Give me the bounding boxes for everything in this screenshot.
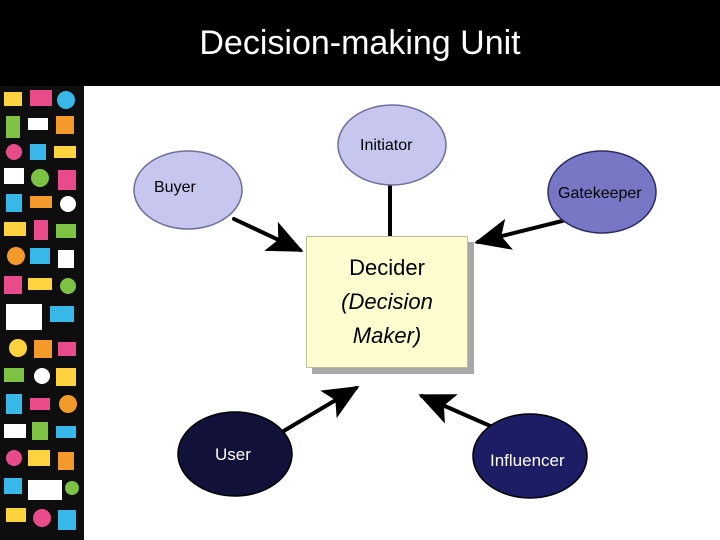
initiator-node (337, 104, 447, 186)
buyer-label: Buyer (154, 179, 196, 196)
buyer-arrow (232, 217, 304, 252)
user-arrow (280, 385, 360, 434)
influencer-node (472, 413, 588, 499)
decider-line-3: Maker) (352, 323, 422, 348)
user-label: User (215, 445, 251, 464)
initiator-label: Initiator (360, 137, 413, 154)
user-node (177, 411, 293, 497)
gatekeeper-node (547, 150, 657, 234)
influencer-label: Influencer (490, 451, 565, 470)
icon-pattern-image (4, 90, 79, 530)
title-text: Decision-making Unit (199, 23, 521, 62)
decider-line-1: Decider (349, 255, 425, 280)
decider-box: Decider (Decision Maker) (306, 236, 468, 368)
gatekeeper-label: Gatekeeper (558, 185, 642, 202)
gatekeeper-arrow (474, 217, 572, 250)
slide-title: Decision-making Unit (0, 0, 720, 86)
strip-border (84, 86, 89, 540)
decider-line-2: (Decision (341, 289, 433, 314)
decorative-icon-strip (0, 86, 84, 540)
buyer-node (133, 150, 243, 230)
